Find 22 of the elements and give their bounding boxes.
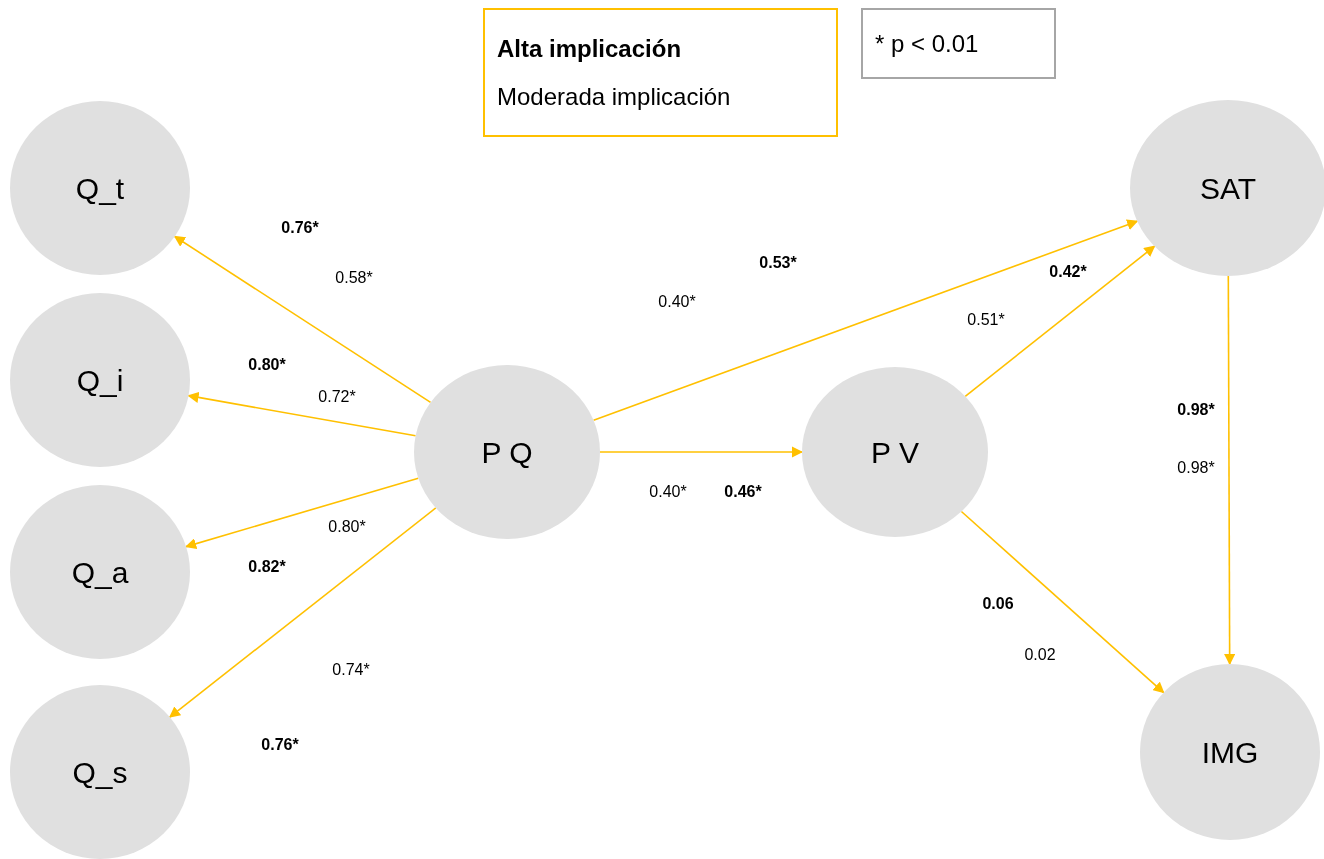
- significance-note: * p < 0.01: [875, 28, 979, 59]
- arrow: [960, 510, 1165, 694]
- arrow: [185, 477, 420, 550]
- arrow: [592, 219, 1139, 422]
- arrow: [1224, 275, 1236, 666]
- arrow: [173, 235, 432, 404]
- construct-label: Q_s: [72, 754, 128, 791]
- arrow: [599, 446, 804, 458]
- arrow: [187, 391, 417, 437]
- note-box: [861, 8, 1056, 79]
- construct-label: IMG: [1201, 734, 1259, 771]
- construct-label: SAT: [1199, 170, 1257, 207]
- legend-text: Alta implicación: [497, 33, 683, 64]
- legend-text: Moderada implicación: [497, 81, 732, 112]
- arrow: [964, 245, 1156, 398]
- construct-label: Q_t: [75, 170, 125, 207]
- legend-box: [483, 8, 838, 137]
- construct-label: P V: [871, 434, 919, 471]
- arrow: [168, 507, 437, 718]
- construct-label: P Q: [481, 434, 533, 471]
- construct-label: Q_a: [71, 554, 129, 591]
- construct-label: Q_i: [76, 362, 124, 399]
